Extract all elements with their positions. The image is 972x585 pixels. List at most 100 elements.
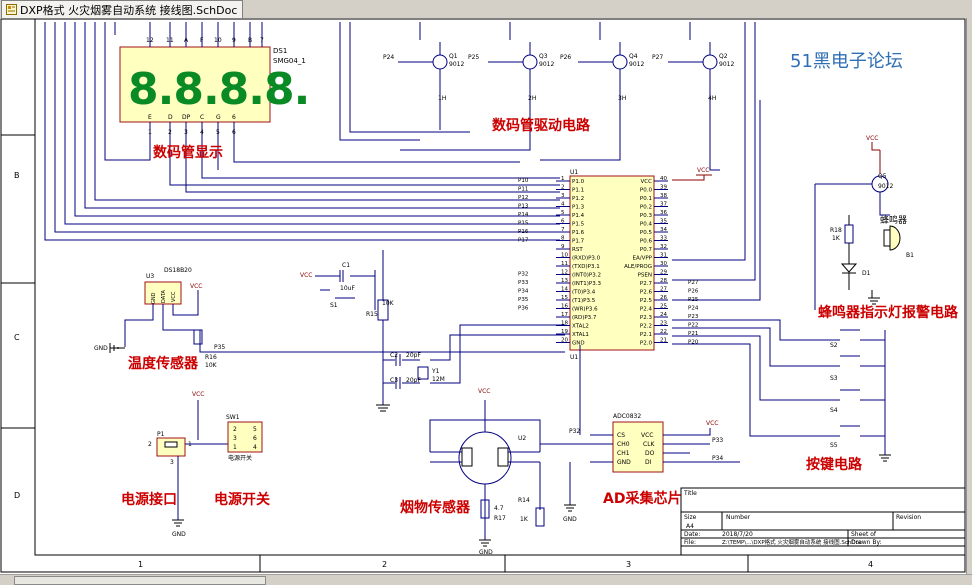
switch-s2: S2 [830, 342, 838, 349]
u1-right-net-label: P27 [688, 280, 699, 286]
u1-left-net-label: P16 [518, 229, 529, 235]
label-keys: 按键电路 [806, 456, 863, 473]
q3-part: 9012 [539, 61, 554, 68]
u1-right-pin-name: P0.4 [640, 222, 653, 228]
u1-vcc: VCC [697, 167, 709, 174]
s1-ref: S1 [330, 302, 338, 309]
key-switches[interactable] [672, 319, 891, 462]
q2-ref: Q2 [719, 53, 728, 60]
q1-ref: Q1 [449, 53, 458, 60]
temp-vcc: VCC [190, 283, 202, 290]
bus-wires [44, 22, 761, 301]
adc-pin-ch1: CH1 [617, 450, 630, 457]
u1-left-pin-name: (INT0)P3.2 [572, 273, 601, 279]
adc0832-chip[interactable]: ADC0832 CS CH0 CH1 GND VCC CLK DO DI GND… [540, 345, 740, 523]
r14-val: 1K [520, 516, 529, 523]
u1-left-pin-num: 8 [561, 236, 565, 242]
u1-right-pin-num: 33 [660, 236, 667, 242]
u1-right-pin-name: P2.7 [640, 281, 653, 287]
q1-out: 1H [438, 95, 446, 102]
key-switch-labels: S2 S3 S4 S5 [830, 342, 838, 449]
u1-left-pin-name: (RXD)P3.0 [572, 256, 601, 262]
ds1-digits: 8.8.8.8. [128, 64, 309, 115]
u1-right-pin-name: P0.5 [640, 230, 653, 236]
u1-left-net-label: P36 [518, 306, 529, 312]
title-block: Title Size A4 Number Revision Date: 2018… [680, 487, 966, 556]
u1-left-pin-name: (WR)P3.6 [572, 307, 598, 313]
p1-ref: P1 [157, 431, 165, 438]
power-circuit[interactable]: P1 2 1 3 VCC GND SW1 电源开关 2 5 3 6 1 4 [148, 391, 263, 538]
u1-right-pin-name: P2.2 [640, 324, 652, 330]
u1-right-pin-name: EA/VPP [633, 256, 653, 262]
ds1-bottom-pin: G [216, 114, 221, 121]
u1-right-pin-name: ALE/PROG [624, 264, 652, 270]
u1-left-pin-num: 9 [561, 244, 565, 250]
tb-sheet-label: Sheet of [851, 531, 877, 538]
u1-left-pin-num: 13 [561, 278, 568, 284]
u1-left-net-label: P11 [518, 187, 528, 193]
u1-right-pin-num: 27 [660, 287, 667, 293]
u1-left-pin-num: 14 [561, 287, 568, 293]
u1-left-pin-name: RST [572, 247, 583, 253]
u1-mcu[interactable]: P1.01P10P1.12P11P1.23P12P1.34P13P1.45P14… [518, 167, 712, 361]
label-temp-sensor: 温度传感器 [128, 355, 199, 372]
col-label-3: 3 [626, 560, 631, 569]
u1-left-pin-num: 20 [561, 338, 568, 344]
ds1-top-pin: 10 [214, 37, 222, 44]
u1-left-pin-name: P1.2 [572, 196, 584, 202]
r16-ref: R16 [205, 354, 217, 361]
ds18b20-sensor[interactable]: U3 DS18B20 GND DATA VCC R16 10K P35 VCC … [94, 267, 565, 369]
ds1-top-pin: B [248, 37, 252, 44]
schematic-sheet[interactable]: B C D 1 2 3 4 51黑电子论坛 8.8.8.8. DS1 SMG04… [0, 18, 972, 574]
u1-right-net-label: P26 [688, 289, 699, 295]
u1-right-pin-num: 32 [660, 244, 667, 250]
switch-s5: S5 [830, 442, 838, 449]
q4-part: 9012 [629, 61, 644, 68]
tb-file-label: File: [684, 539, 696, 546]
adc-net-cs: P32 [569, 428, 580, 435]
label-smoke-sensor: 烟物传感器 [400, 499, 471, 516]
u1-left-pin-num: 1 [561, 176, 565, 182]
adc-pin-gnd: GND [617, 459, 631, 466]
y1-ref: Y1 [431, 368, 440, 375]
u1-left-net-label: P32 [518, 272, 528, 278]
y1-val: 12M [432, 376, 445, 383]
u1-left-pin-name: P1.3 [572, 205, 585, 211]
label-ad-chip: AD采集芯片 [603, 490, 681, 507]
u1-left-net-label: P15 [518, 221, 529, 227]
buzzer-led-circuit[interactable]: VCC Q5 9012 蜂鸣器 B1 R18 1K D1 [814, 135, 914, 310]
u1-left-net-label: P35 [518, 297, 529, 303]
tb-number-label: Number [726, 514, 751, 521]
p1-pin: 2 [148, 441, 152, 448]
ds1-top-pin: A [184, 37, 189, 44]
u1-left-pin-num: 5 [561, 210, 565, 216]
u1-right-pin-num: 37 [660, 202, 667, 208]
u1-right-pin-num: 26 [660, 295, 667, 301]
tb-date-label: Date: [684, 531, 700, 538]
sw1-pin: 4 [253, 444, 257, 451]
u1-left-pin-name: P1.5 [572, 222, 585, 228]
smoke-sensor[interactable]: U2 R17 4.7 R14 1K VCC GND [429, 388, 545, 556]
u1-left-net-label: P33 [518, 280, 529, 286]
ds1-display[interactable]: 8.8.8.8. DS1 SMG04_1 12 11 A F 10 9 B 7 … [119, 22, 310, 142]
horizontal-scrollbar[interactable] [0, 574, 972, 585]
border-row-labels: B C D 1 2 3 4 [14, 171, 873, 569]
power-vcc: VCC [192, 391, 204, 398]
ds1-bottom-pin-num: 4 [200, 129, 204, 136]
c1-ref: C1 [342, 262, 350, 269]
schematic-canvas[interactable]: B C D 1 2 3 4 51黑电子论坛 8.8.8.8. DS1 SMG04… [0, 18, 966, 574]
u1-right-pin-name: P0.1 [640, 196, 652, 202]
temp-gnd: GND [94, 345, 108, 352]
document-tab[interactable]: DXP格式 火灾烟雾自动系统 接线图.SchDoc [1, 0, 244, 18]
ds1-top-pin: 12 [146, 37, 154, 44]
smoke-gnd: GND [479, 549, 493, 556]
transistor-q2 [668, 42, 718, 82]
u1-right-pin-num: 40 [660, 176, 667, 182]
reset-vcc: VCC [300, 272, 312, 279]
adc-pin-cs: CS [617, 432, 625, 439]
u1-left-pin-num: 3 [561, 193, 565, 199]
u1-left-net-label: P14 [518, 212, 529, 218]
u1-right-pin-num: 35 [660, 219, 667, 225]
u1-left-pin-name: P1.1 [572, 188, 584, 194]
u1-right-pin-name: PSEN [638, 273, 652, 279]
